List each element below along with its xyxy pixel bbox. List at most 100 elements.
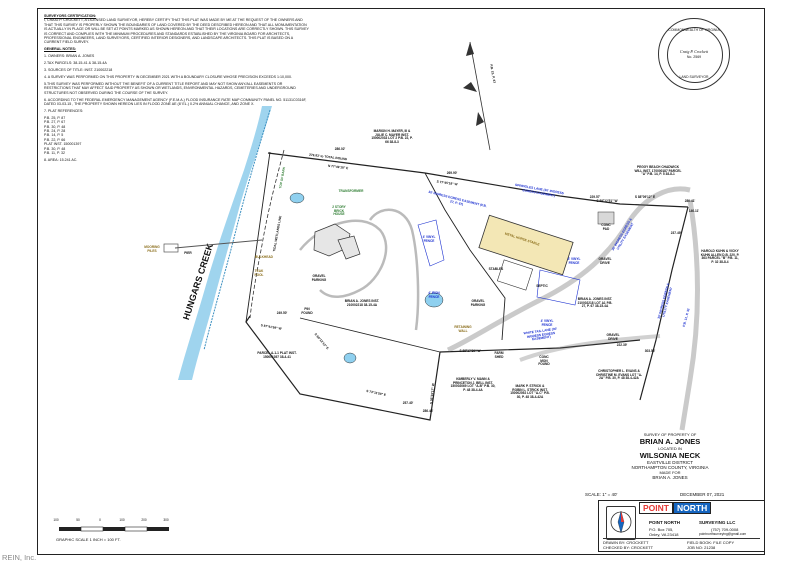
survey-location: WILSONIA NECK [639, 451, 701, 460]
distance-label: 269.90' [446, 171, 458, 175]
distance-label: 286.48' [422, 409, 434, 413]
building-label-pier: PIER [184, 251, 192, 255]
watermark: REIN, Inc. [2, 553, 37, 562]
note-5: 5.THIS SURVEY WAS PERFORMED WITHOUT THE … [44, 81, 296, 95]
pond-2 [424, 292, 444, 308]
conc-pad [597, 211, 615, 225]
north-arrow [463, 41, 491, 151]
plat-ref: P.B. 22, P. 66 [44, 137, 66, 142]
boundary-east [639, 206, 689, 401]
tidal-wetlands-line [249, 149, 285, 319]
certification-heading: SURVEYORS CERTIFICATION: [44, 14, 97, 18]
seal-name: Craig P. Crockett [680, 49, 708, 54]
company-name: POINT NORTH [649, 520, 680, 525]
plat-sheet [37, 8, 765, 555]
garage-outline [337, 235, 361, 260]
fence-area-2 [536, 269, 581, 306]
building-label-septic: SEPTIC [536, 284, 548, 288]
note-7: 7. PLAT REFERENCES: [44, 108, 84, 113]
company-address: P.O. Box 705, [649, 527, 674, 532]
company-city: Onley, VA 23418 [649, 532, 679, 537]
scale-tick: 100 [119, 518, 125, 522]
owner-label-jones-a1: BRIAN A. JONES INST. 210002218 LOT A1 P.… [577, 297, 613, 309]
distance-label: 249.50' [276, 311, 288, 315]
survey-district: EASTVILLE DISTRICT [646, 460, 693, 465]
note-4: 4. A SURVEY WAS PERFORMED ON THIS PROPER… [44, 74, 293, 79]
distance-label: 280.41' [684, 199, 696, 203]
boundary-line-b [299, 317, 441, 353]
seal-ring-top: COMMONWEALTH OF VIRGINIA [668, 28, 720, 32]
owner-label-chadwick: PEGGY BEACH CHADWICK WILL INST. 17000018… [634, 165, 682, 177]
plat-ref: P.B. 25, P. 87 [44, 115, 66, 120]
building-label-parking-1: GRAVEL PARKING [311, 274, 327, 282]
fence-label-3: 4' VINYL FENCE [540, 319, 554, 327]
note-3: 3. SOURCES OF TITLE: INST. 210002218 [44, 68, 113, 73]
building-label-parking-2: GRAVEL PARKING [470, 299, 486, 307]
pond-1 [289, 192, 305, 204]
building-label-retaining-wall: RETAINING WALL [454, 325, 472, 333]
plat-ref: P.B. 11, P. 32 [44, 151, 65, 156]
pier-head [163, 243, 179, 253]
survey-title-block: SURVEY OF PROPERTY OF BRIAN A. JONES LOC… [560, 432, 780, 480]
drive-spur [368, 208, 420, 331]
graphic-scale-bar [59, 526, 169, 532]
seal-ring-bottom: LAND SURVEYOR [679, 75, 709, 79]
pin-label: PIN FOUND [301, 307, 313, 315]
survey-client: BRIAN A. JONES [652, 475, 688, 480]
plat-ref: P.B. 24, P. 28 [44, 129, 66, 134]
seal-number: No. 2569 [686, 55, 702, 59]
owner-label-parcel-a11: PARCEL A-1-1 PLAT INST. 150001397 38-4-4… [257, 351, 297, 359]
distance-label: 286.02' [334, 147, 346, 151]
seal-inner-ring [667, 27, 723, 83]
pier-line [174, 239, 263, 249]
survey-county: NORTHAMPTON COUNTY, VIRGINIA [631, 465, 709, 470]
fence-label-4: 4' IRON FENCE [428, 291, 440, 299]
building-label-conc-pad: CONC PAD [601, 223, 611, 231]
distance-label: 237.49' [670, 231, 682, 235]
owner-label-mayer: MARION H. MAYER, III & JULIE C. MAYER IN… [371, 129, 413, 144]
owner-label-mann: KIMBERLY V. MANN & PRINCETON J. BELL INS… [450, 377, 496, 392]
building-label-transformer: TRANSFORMER [338, 189, 364, 193]
building-label-gravel-drive-1: GRAVEL DRIVE [598, 257, 612, 265]
scale-tick: 50 [76, 518, 80, 522]
boundary-south [245, 315, 441, 421]
bearing-label: S 88°09'12" E [634, 195, 656, 199]
survey-title-line: SURVEY OF PROPERTY OF [643, 432, 697, 437]
plat-ref: PLAT INST. 150001397 [44, 142, 82, 147]
owner-label-strick: MARK P. STRICK & ROBIN L. STRICK INST. 1… [510, 384, 550, 399]
company-name-suffix: SURVEYING LLC [699, 520, 736, 525]
checked-by: CHECKED BY: CROCKETT [603, 545, 654, 550]
survey-title-line: MADE FOR [659, 470, 681, 475]
general-notes: SURVEYORS CERTIFICATION: I, CRAIG P. CRO… [44, 14, 309, 165]
drawn-by: DRAWN BY: CROCKETT [603, 540, 649, 545]
scale-tick: 300 [163, 518, 169, 522]
company-phone: (757) 709-0008 [711, 527, 739, 532]
road [446, 186, 691, 353]
distance-label: 257.40' [402, 401, 414, 405]
building-label-stables: STABLES [488, 267, 504, 271]
stable-outline [478, 214, 574, 276]
field-book: FIELD BOOK: FILE COPY [687, 540, 735, 545]
certification-text: I, CRAIG P. CROCKETT, A LICENSED LAND SU… [44, 18, 309, 45]
building-label-mooring: MOORING PILES [144, 245, 160, 253]
plat-ref: P.B. 30, P. 48 [44, 146, 66, 151]
boundary-south-east [439, 339, 641, 353]
boundary-north [267, 152, 689, 208]
scale-tick: 0 [99, 518, 101, 522]
owner-label-evans: CHRISTOPHER L. EVANS & CHRISTINE M. EVAN… [595, 369, 643, 381]
distance-label: 229.57' [589, 195, 601, 199]
survey-title-line: LOCATED IN [658, 446, 682, 451]
survey-date: DECEMBER 07, 2021 [680, 492, 725, 497]
boundary-line-a [245, 151, 271, 323]
distance-label: 222.39' [616, 343, 628, 347]
pond-3 [343, 352, 357, 364]
fence-label-1: 4' VINYL FENCE [422, 235, 436, 243]
graphic-scale-caption: GRAPHIC SCALE 1 INCH = 100 FT. [56, 537, 121, 542]
general-notes-heading: GENERAL NOTES: [44, 47, 77, 52]
fence-area-1 [417, 219, 445, 267]
scale-tick: 200 [141, 518, 147, 522]
plat-ref: P.B. 27, P. 67 [44, 120, 66, 125]
